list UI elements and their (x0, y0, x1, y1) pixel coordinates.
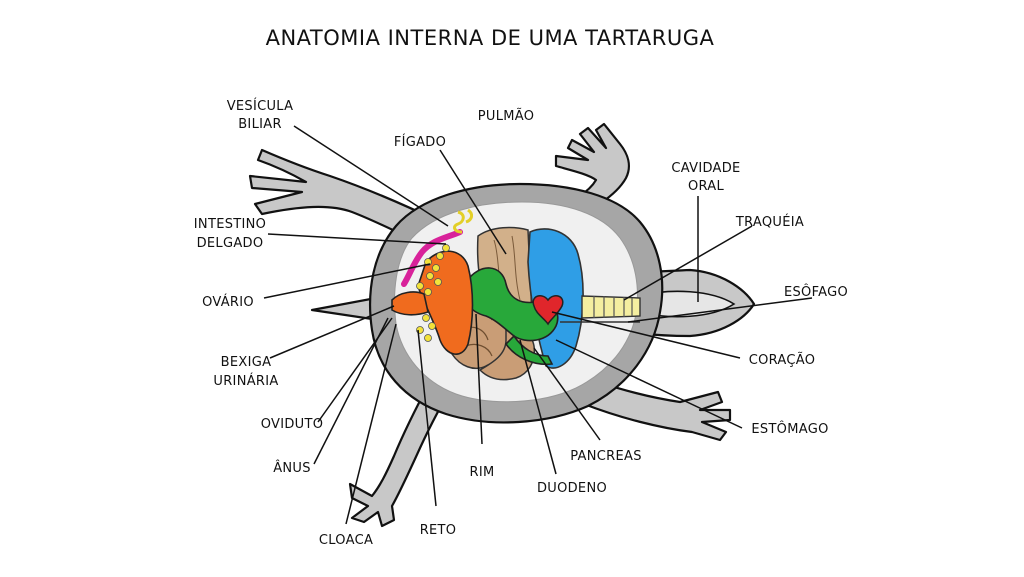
trachea-rings (593, 296, 633, 318)
label-cavidade-oral-line1: CAVIDADE (671, 161, 740, 176)
leader-lines (263, 125, 813, 525)
label-reto: RETO (420, 523, 457, 538)
label-pulmao: PULMÃO (478, 108, 535, 124)
label-ovario: OVÁRIO (202, 294, 254, 310)
urinary-bladder (391, 291, 429, 316)
stomach (463, 267, 559, 342)
oviduct (401, 229, 463, 287)
label-rim: RIM (470, 465, 495, 480)
label-oviduto: OVIDUTO (261, 417, 324, 432)
turtle-illustration (248, 122, 756, 528)
label-anus: ÂNUS (273, 460, 311, 476)
label-bexiga-urinaria-line1: BEXIGA (221, 355, 272, 370)
labels: VESÍCULA BILIAR PULMÃO FÍGADO CAVIDADE O… (194, 98, 848, 548)
label-intestino-delgado-line1: INTESTINO (194, 217, 266, 232)
oral-cavity-shape (639, 290, 736, 318)
label-cloaca: CLOACA (319, 533, 373, 548)
diagram-title: ANATOMIA INTERNA DE UMA TARTARUGA (266, 26, 715, 50)
front-right-flipper (544, 122, 630, 226)
label-pancreas: PANCREAS (570, 449, 642, 464)
heart (532, 295, 564, 326)
label-estomago: ESTÔMAGO (751, 421, 828, 437)
gallbladder (453, 208, 474, 234)
label-figado: FÍGADO (394, 134, 446, 150)
label-traqueia: TRAQUÉIA (735, 214, 804, 230)
front-left-flipper (248, 148, 442, 248)
label-duodeno: DUODENO (537, 481, 607, 496)
label-esofago: ESÔFAGO (784, 284, 848, 300)
label-vesicula-biliar-line1: VESÍCULA (227, 98, 294, 114)
eggs (416, 244, 450, 342)
label-intestino-delgado-line2: DELGADO (197, 236, 264, 251)
trachea (581, 295, 641, 319)
label-cavidade-oral-line2: ORAL (688, 179, 725, 194)
label-bexiga-urinaria-line2: URINÁRIA (213, 373, 278, 389)
label-coracao: CORAÇÃO (749, 352, 816, 368)
label-vesicula-biliar-line2: BILIAR (238, 117, 282, 132)
